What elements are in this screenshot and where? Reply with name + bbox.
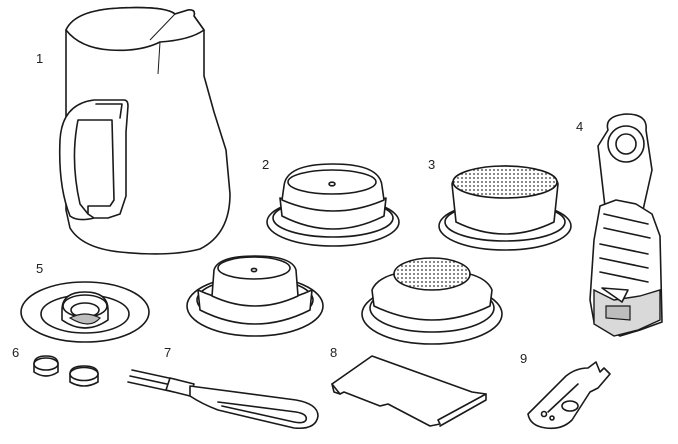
cleaning-tablets-icon [33,355,99,387]
part-number-4: 4 [576,119,584,134]
part-number-5: 5 [36,261,44,276]
single-wall-filter-large-icon [186,255,324,337]
part-number-1: 1 [36,51,44,66]
part-number-3: 3 [428,157,436,172]
part-number-2: 2 [262,157,270,172]
dual-wall-filter-large-icon [361,257,503,345]
water-filter-card-icon [331,355,487,427]
part-number-8: 8 [330,345,338,360]
dual-wall-filter-small-icon [438,165,572,251]
part-number-7: 7 [164,345,172,360]
single-wall-filter-small-icon [266,163,400,247]
cleaning-disc-icon [20,281,150,343]
part-number-6: 6 [12,345,20,360]
steam-pin-tool-icon [527,361,611,430]
steam-wand-cleaning-tool-icon [127,369,319,430]
part-number-9: 9 [520,351,528,366]
cleaning-tool-icon [589,113,663,337]
milk-jug-icon [58,6,231,255]
